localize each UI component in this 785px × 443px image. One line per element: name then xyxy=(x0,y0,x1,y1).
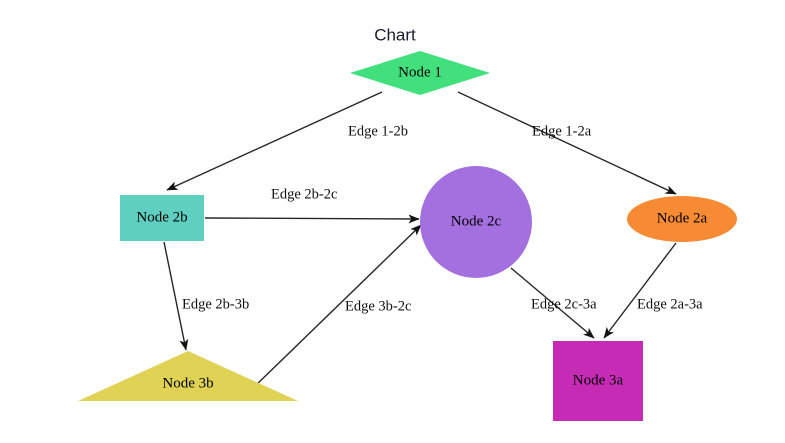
edge-label-e3b-2c: Edge 3b-2c xyxy=(345,298,411,314)
edges-layer xyxy=(163,91,677,390)
node-label-node3a: Node 3a xyxy=(573,372,624,388)
node-shape-ellipse xyxy=(627,196,737,242)
node-node3b[interactable]: Node 3b xyxy=(78,351,298,401)
edge-e2a-3a xyxy=(603,242,677,339)
node-node2c[interactable]: Node 2c xyxy=(420,166,532,278)
node-label-node1: Node 1 xyxy=(398,64,442,80)
edge-label-e1-2b: Edge 1-2b xyxy=(348,123,408,139)
edge-label-e2b-2c: Edge 2b-2c xyxy=(271,186,337,202)
node-shape-diamond xyxy=(350,51,490,95)
edge-e1-2a xyxy=(457,91,677,195)
edge-e1-2b xyxy=(166,91,383,191)
node-shape-circle xyxy=(420,166,532,278)
edge-e2c-3a xyxy=(510,267,595,339)
node-shape-triangle xyxy=(78,351,298,401)
edge-label-e2b-3b: Edge 2b-3b xyxy=(182,296,249,312)
node-shape-rectangle xyxy=(120,195,204,241)
edge-e2b-3b xyxy=(163,241,189,351)
node-shape-square xyxy=(553,341,643,421)
node-node2b[interactable]: Node 2b xyxy=(120,195,204,241)
node-node2a[interactable]: Node 2a xyxy=(627,196,737,242)
edge-e2b-2c xyxy=(204,214,420,224)
edge-label-e1-2a: Edge 1-2a xyxy=(532,123,592,139)
node-label-node3b: Node 3b xyxy=(162,375,213,391)
node-label-node2a: Node 2a xyxy=(657,210,708,226)
edge-e3b-2c xyxy=(251,224,422,390)
node-node1[interactable]: Node 1 xyxy=(350,51,490,95)
edge-label-e2c-3a: Edge 2c-3a xyxy=(531,296,597,312)
node-label-node2b: Node 2b xyxy=(136,209,187,225)
edge-label-e2a-3a: Edge 2a-3a xyxy=(637,296,703,312)
node-label-node2c: Node 2c xyxy=(451,213,502,229)
nodes-layer: Node 1 Node 2b Node 2c Node 2a Node 3b Node 3… xyxy=(78,51,737,421)
page-title: Chart xyxy=(374,25,416,44)
node-node3a[interactable]: Node 3a xyxy=(553,341,643,421)
